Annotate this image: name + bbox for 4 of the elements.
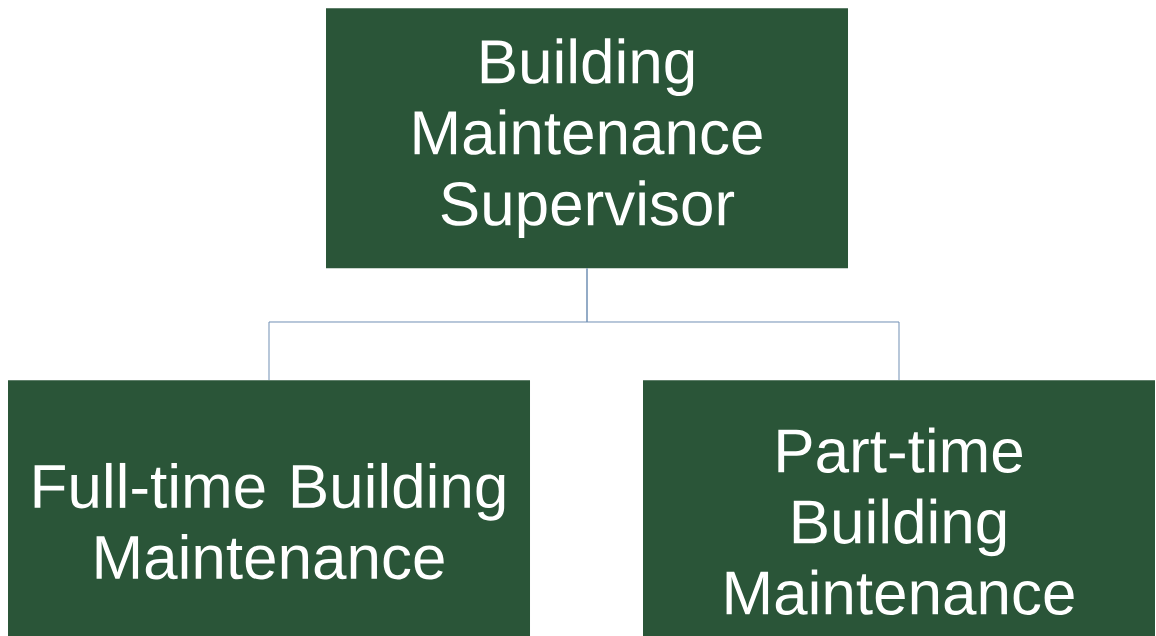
role-box: Building Maintenance Supervisor xyxy=(326,8,848,269)
connector-line xyxy=(586,267,900,381)
role-box: Full-time Building Maintenance xyxy=(8,380,530,636)
role-box: Part-time Building Maintenance xyxy=(643,380,1155,636)
